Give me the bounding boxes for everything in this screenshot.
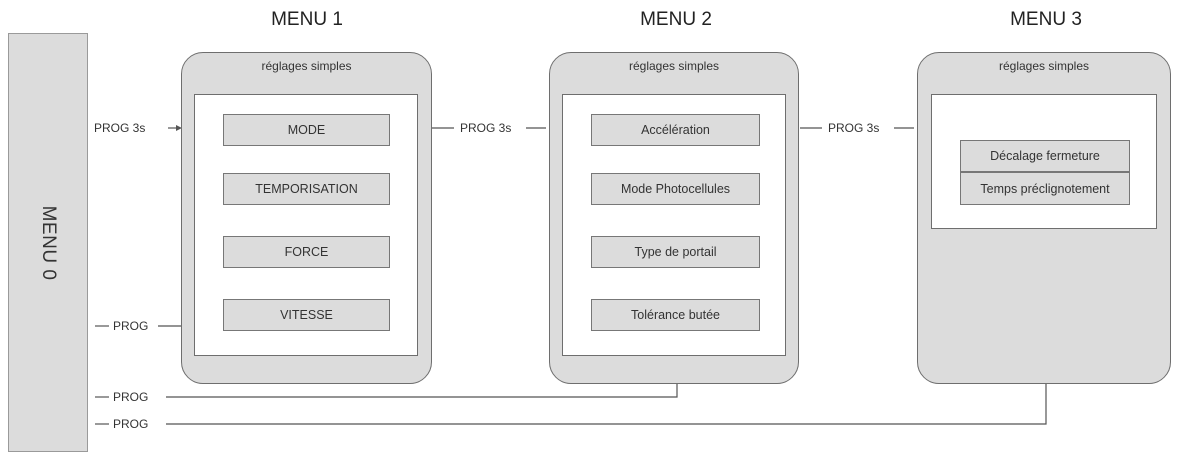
- connector-label-menu2-to-menu3: PROG 3s: [828, 121, 880, 135]
- menu-3-item-temps-preclignotement: Temps préclignotement: [960, 172, 1130, 205]
- menu-2-item-tolerance-butee: Tolérance butée: [591, 299, 760, 331]
- menu-1-item-temporisation: TEMPORISATION: [223, 173, 390, 205]
- menu-1-panel-label: réglages simples: [261, 59, 352, 73]
- connector-label-menu1-back: PROG: [113, 319, 149, 333]
- connector-line-menu2-back: [166, 383, 678, 398]
- connector-label-menu1-to-menu2: PROG 3s: [460, 121, 512, 135]
- menu-2-item-mode-photocellules: Mode Photocellules: [591, 173, 760, 205]
- menu-2-item-type-de-portail: Type de portail: [591, 236, 760, 268]
- menu-1-item-vitesse: VITESSE: [223, 299, 390, 331]
- menu-3-panel-label: réglages simples: [998, 59, 1090, 73]
- menu-2-title: MENU 2: [640, 9, 712, 30]
- menu-0-label: MENU 0: [38, 205, 59, 280]
- menu-0-bar: MENU 0: [8, 33, 88, 452]
- menu-1-title: MENU 1: [271, 9, 343, 30]
- menu-2-panel-label: réglages simples: [628, 59, 720, 73]
- menu-3-title: MENU 3: [1010, 9, 1082, 30]
- menu-1-item-mode: MODE: [223, 114, 390, 146]
- menu-1-item-force: FORCE: [223, 236, 390, 268]
- connector-label-to-menu1: PROG 3s: [94, 121, 146, 135]
- connector-label-menu2-back: PROG: [113, 390, 149, 404]
- menu-3-item-decalage-fermeture: Décalage fermeture: [960, 140, 1130, 172]
- connector-line-menu3-back: [166, 384, 1047, 425]
- connector-label-menu3-back: PROG: [113, 417, 149, 431]
- menu-2-item-acceleration: Accélération: [591, 114, 760, 146]
